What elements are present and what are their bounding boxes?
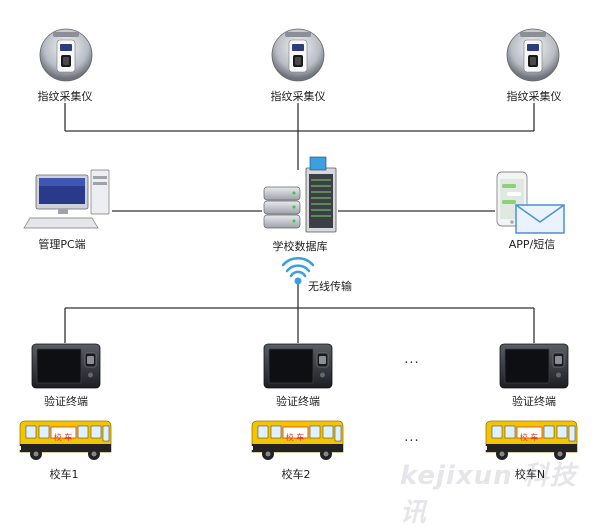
connection-lines [64, 103, 535, 343]
label-bus-2: 校车2 [281, 468, 311, 481]
label-terminal-1: 验证终端 [44, 395, 88, 408]
label-bus-3: 校车N [514, 468, 546, 481]
fingerprint-scanner-icon-2 [271, 28, 325, 82]
label-wireless: 无线传输 [308, 280, 352, 293]
label-terminal-3: 验证终端 [512, 395, 556, 408]
label-admin-pc: 管理PC端 [38, 238, 86, 251]
ellipsis-buses: ··· [404, 434, 420, 449]
wifi-dot-icon [294, 277, 302, 285]
label-database: 学校数据库 [272, 240, 328, 253]
label-scanner-1: 指纹采集仪 [37, 90, 93, 103]
watermark-text: kejixun 科技讯 [400, 461, 577, 528]
wifi-icon [281, 256, 315, 278]
fingerprint-scanner-icon-1 [39, 28, 93, 82]
label-scanner-3: 指纹采集仪 [506, 90, 562, 103]
bus-sign-3: 校 车 [520, 432, 539, 442]
database-server-icon [263, 156, 337, 233]
label-scanner-2: 指纹采集仪 [270, 90, 326, 103]
verification-terminal-icon-2 [263, 343, 333, 389]
label-app-sms: APP/短信 [508, 238, 556, 251]
envelope-icon [515, 204, 565, 234]
admin-pc-icon [23, 169, 110, 229]
ellipsis-terminals: ··· [404, 356, 420, 371]
diagram-canvas: 校 车 校 车 校 车 kejixun 科技讯 指纹采集仪 指纹采集仪 指纹采集… [16, 28, 578, 528]
label-terminal-2: 验证终端 [276, 395, 320, 408]
bus-sign-2: 校 车 [286, 432, 305, 442]
bus-sign-1: 校 车 [54, 432, 73, 442]
verification-terminal-icon-1 [31, 343, 101, 389]
diagram-svg: 校 车 校 车 校 车 [16, 28, 578, 461]
fingerprint-scanner-icon-3 [506, 28, 560, 82]
verification-terminal-icon-3 [499, 343, 569, 389]
label-bus-1: 校车1 [49, 468, 79, 481]
